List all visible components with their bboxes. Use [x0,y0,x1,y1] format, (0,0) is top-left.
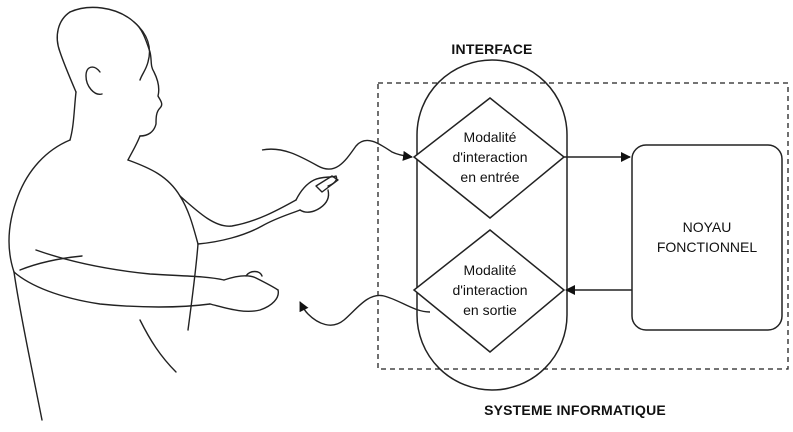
functional-core-label: NOYAU FONCTIONNEL [632,217,782,257]
functional-core-box [631,144,783,331]
input-modality-line1: Modalité [463,129,517,145]
input-modality-line3: en entrée [460,169,520,185]
interface-label: INTERFACE [451,41,533,57]
output-modality-line2: d'interaction [452,282,528,298]
output-modality-line3: en sortie [463,302,517,318]
core-line2: FONCTIONNEL [656,239,758,255]
output-signal-arrow [299,294,431,326]
system-label: SYSTEME INFORMATIQUE [484,402,666,418]
input-modality-diamond [412,97,566,219]
core-line1: NOYAU [682,219,732,235]
output-modality-line1: Modalité [463,262,517,278]
input-signal-arrow [261,139,413,170]
interface-container [416,59,568,391]
output-modality-label: Modalité d'interaction en sortie [430,260,550,320]
input-modality-line2: d'interaction [452,149,528,165]
input-modality-label: Modalité d'interaction en entrée [430,127,550,187]
system-boundary [377,82,789,370]
output-modality-diamond [412,229,566,353]
person-illustration [8,6,339,421]
